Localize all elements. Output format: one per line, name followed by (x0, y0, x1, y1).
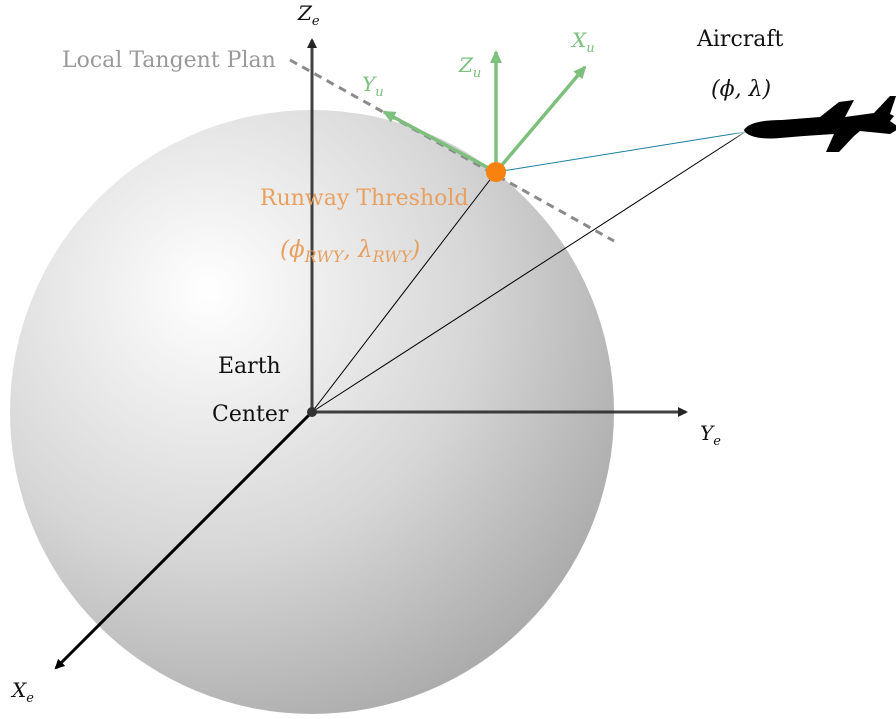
aircraft-label: Aircraft (696, 27, 784, 52)
earth-center-label-line2: Center (212, 402, 289, 427)
local-tangent-plane-line (289, 58, 615, 243)
runway-to-aircraft-line (495, 131, 746, 173)
aircraft-coords: (ϕ, λ) (711, 77, 771, 102)
runway-threshold-point (486, 162, 506, 182)
yu-axis (382, 110, 497, 174)
runway-coords: (ϕRWY, λRWY) (280, 237, 420, 266)
zu-axis-label: Zu (458, 53, 481, 81)
xu-axis (494, 65, 587, 174)
center-to-runway-line (311, 171, 497, 413)
local-tangent-plan-label: Local Tangent Plan (62, 48, 276, 73)
center-to-aircraft-line (311, 131, 746, 413)
ze-axis-label: Ze (297, 1, 320, 29)
earth-center-point (307, 407, 317, 417)
ye-axis-label: Ye (700, 421, 721, 449)
runway-threshold-label: Runway Threshold (260, 186, 468, 211)
airplane-silhouette-icon (740, 94, 896, 170)
yu-axis-label: Yu (362, 72, 384, 100)
earth-center-label-line1: Earth (218, 354, 281, 379)
xe-axis (54, 410, 314, 670)
xe-axis-label: Xe (10, 678, 34, 706)
xu-axis-label: Xu (570, 28, 595, 56)
